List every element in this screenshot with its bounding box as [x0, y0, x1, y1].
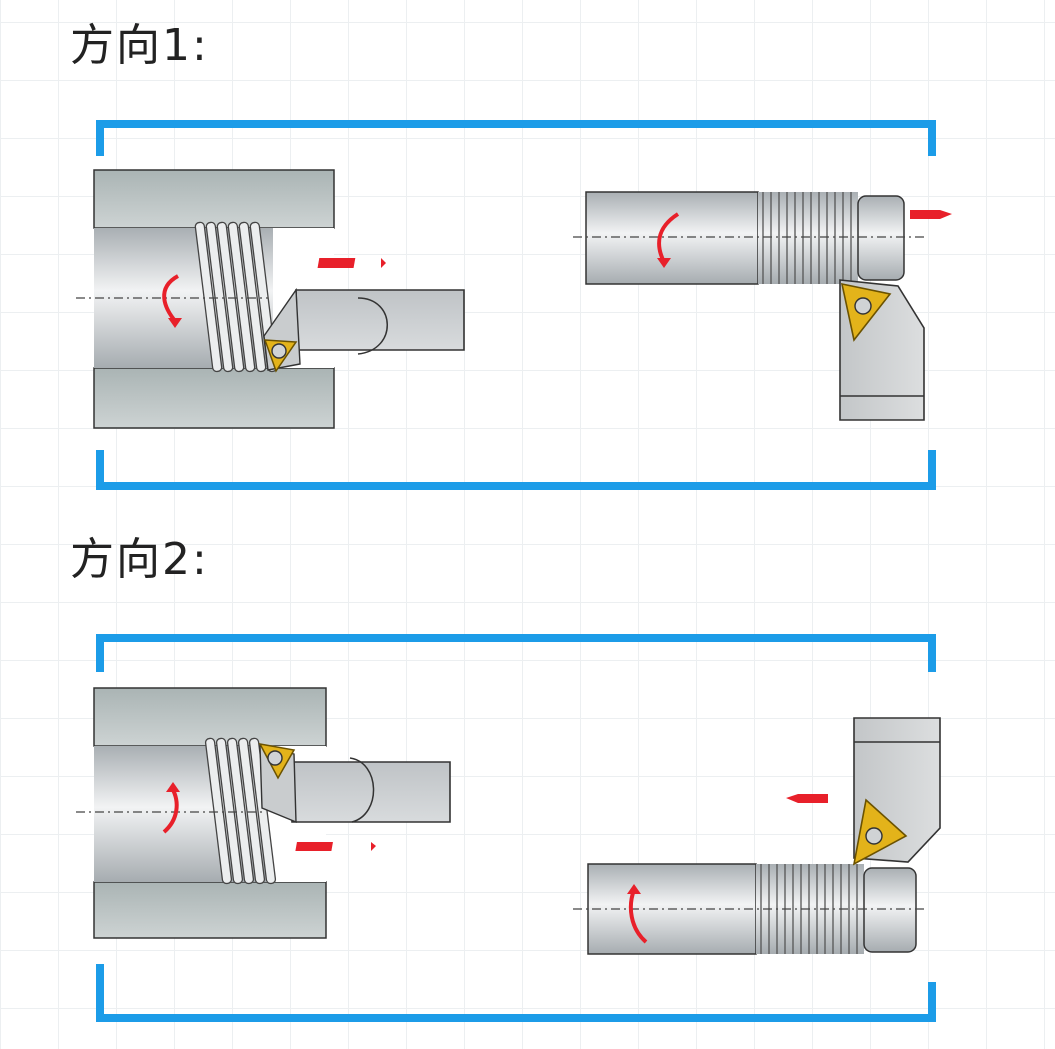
rotation-arrow-icon-1a [162, 274, 182, 328]
direction-1-illustration [76, 120, 952, 490]
rotation-arrow-icon-1b [657, 212, 680, 268]
section-1-heading: 方向1: [70, 20, 209, 71]
internal-threading-view [76, 687, 451, 939]
frame-bracket [96, 634, 936, 1022]
section-2-heading: 方向2: [70, 534, 209, 585]
insert-icon-2a [258, 742, 296, 780]
external-threading-view [573, 717, 941, 955]
insert-icon-2b [852, 798, 908, 866]
frame-bracket [96, 120, 936, 490]
direction-2-illustration [76, 634, 941, 1022]
external-threading-view [573, 191, 952, 421]
internal-threading-view [76, 169, 465, 429]
direction-2-panel [68, 632, 968, 1024]
insert-icon-1b [840, 282, 892, 342]
rotation-arrow-icon-2b [627, 884, 648, 944]
rotation-arrow-icon-2a [162, 782, 180, 834]
insert-icon-1a [263, 339, 298, 373]
direction-1-panel [68, 118, 968, 494]
